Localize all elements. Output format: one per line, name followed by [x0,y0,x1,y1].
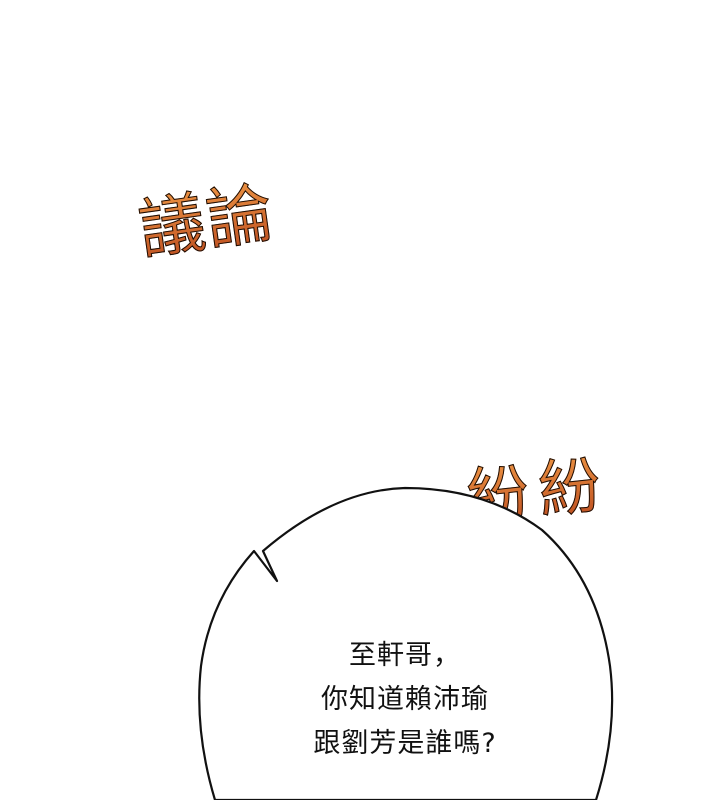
sfx-text-murmuring: 紛紛 [462,433,615,538]
dialogue-line-3: 跟劉芳是誰嗎? [313,728,497,759]
dialogue-line-2: 你知道賴沛瑜 [321,684,489,715]
dialogue-line-1: 至軒哥， [349,640,461,671]
speech-bubble-text: 至軒哥， 你知道賴沛瑜 跟劉芳是誰嗎? [250,634,560,766]
sfx-text-discussion: 議論 [132,159,280,273]
